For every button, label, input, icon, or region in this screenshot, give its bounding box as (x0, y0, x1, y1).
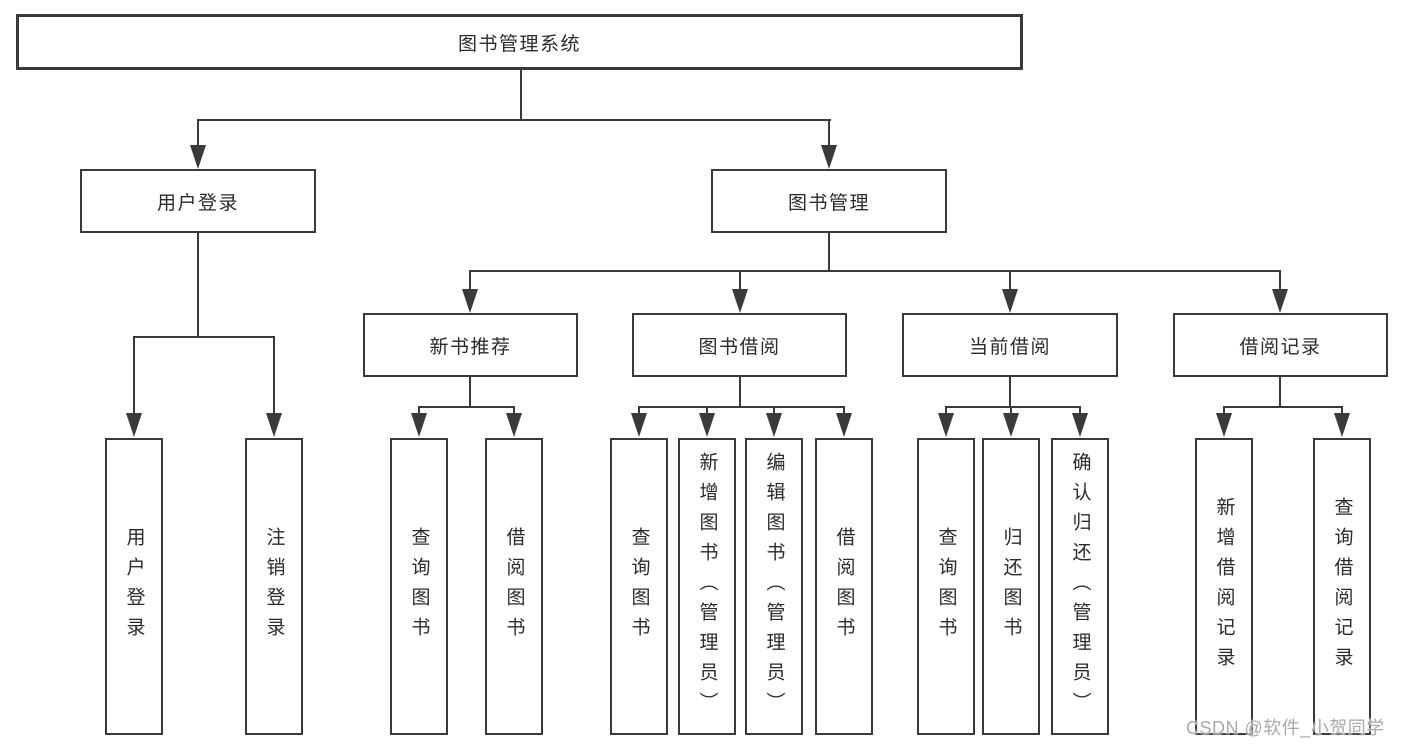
connector-vline (828, 233, 830, 270)
connector-vline (1279, 270, 1281, 289)
leaf-confirm-return-admin: 确认归还（管理员） (1051, 438, 1109, 735)
node-root-label: 图书管理系统 (457, 33, 581, 55)
node-user-login: 用户登录 (80, 169, 316, 233)
node-book-borrow: 图书借阅 (632, 313, 847, 377)
leaf-borrow-books-borrow: 借阅图书 (815, 438, 873, 735)
node-current-borrow: 当前借阅 (902, 313, 1118, 377)
leaf-borrow-books-recommend-label: 借阅图书 (503, 526, 525, 647)
connector-vline (418, 406, 420, 413)
connector-hline (418, 406, 515, 408)
leaf-add-book-admin-label: 新增图书（管理员） (696, 451, 718, 722)
leaf-query-books-current: 查询图书 (917, 438, 975, 735)
leaf-query-borrow-record-label: 查询借阅记录 (1331, 496, 1353, 677)
connector-vline (197, 233, 199, 336)
leaf-borrow-books-recommend: 借阅图书 (485, 438, 543, 735)
node-user-login-label: 用户登录 (156, 192, 239, 214)
connector-hline (638, 406, 845, 408)
arrow-down-icon (1272, 289, 1288, 313)
leaf-edit-book-admin-label: 编辑图书（管理员） (763, 451, 785, 722)
leaf-borrow-books-borrow-label: 借阅图书 (833, 526, 855, 647)
arrow-down-icon (462, 289, 478, 313)
leaf-return-books: 归还图书 (982, 438, 1040, 735)
connector-vline (1010, 406, 1012, 413)
node-borrow-records: 借阅记录 (1173, 313, 1388, 377)
connector-hline (133, 336, 275, 338)
connector-vline (469, 270, 471, 289)
node-new-book-recommend-label: 新书推荐 (429, 336, 512, 358)
connector-vline (1341, 406, 1343, 413)
arrow-down-icon (1072, 413, 1088, 437)
connector-vline (513, 406, 515, 413)
connector-vline (773, 406, 775, 413)
node-book-management-label: 图书管理 (787, 192, 870, 214)
leaf-add-borrow-record: 新增借阅记录 (1195, 438, 1253, 735)
leaf-return-books-label: 归还图书 (1000, 526, 1022, 647)
leaf-user-login-label: 用户登录 (123, 526, 145, 647)
connector-vline (273, 336, 275, 413)
arrow-down-icon (506, 413, 522, 437)
connector-vline (1279, 377, 1281, 406)
arrow-down-icon (1002, 289, 1018, 313)
node-root: 图书管理系统 (16, 14, 1023, 70)
arrow-down-icon (1334, 413, 1350, 437)
leaf-logout-label: 注销登录 (263, 526, 285, 647)
leaf-query-borrow-record: 查询借阅记录 (1313, 438, 1371, 735)
leaf-user-login: 用户登录 (105, 438, 163, 735)
arrow-down-icon (1216, 413, 1232, 437)
arrow-down-icon (938, 413, 954, 437)
connector-vline (520, 69, 522, 119)
node-book-borrow-label: 图书借阅 (698, 336, 781, 358)
connector-vline (1009, 377, 1011, 406)
connector-vline (638, 406, 640, 413)
connector-hline (197, 119, 831, 121)
arrow-down-icon (266, 413, 282, 437)
arrow-down-icon (190, 145, 206, 169)
arrow-down-icon (1003, 413, 1019, 437)
connector-vline (1223, 406, 1225, 413)
leaf-confirm-return-admin-label: 确认归还（管理员） (1069, 451, 1091, 722)
leaf-query-books-borrow: 查询图书 (610, 438, 668, 735)
node-borrow-records-label: 借阅记录 (1239, 336, 1322, 358)
arrow-down-icon (411, 413, 427, 437)
connector-vline (706, 406, 708, 413)
leaf-logout: 注销登录 (245, 438, 303, 735)
connector-vline (739, 377, 741, 406)
node-current-borrow-label: 当前借阅 (968, 336, 1051, 358)
node-book-management: 图书管理 (711, 169, 947, 233)
leaf-query-books-recommend: 查询图书 (390, 438, 448, 735)
connector-vline (1009, 270, 1011, 289)
arrow-down-icon (766, 413, 782, 437)
leaf-query-books-current-label: 查询图书 (935, 526, 957, 647)
connector-vline (197, 119, 199, 145)
arrow-down-icon (699, 413, 715, 437)
arrow-down-icon (836, 413, 852, 437)
leaf-add-borrow-record-label: 新增借阅记录 (1213, 496, 1235, 677)
connector-vline (945, 406, 947, 413)
connector-vline (843, 406, 845, 413)
leaf-edit-book-admin: 编辑图书（管理员） (745, 438, 803, 735)
connector-vline (469, 377, 471, 406)
leaf-add-book-admin: 新增图书（管理员） (678, 438, 736, 735)
watermark: CSDN @软件_小贺同学 (1186, 718, 1385, 738)
arrow-down-icon (126, 413, 142, 437)
arrow-down-icon (732, 289, 748, 313)
node-new-book-recommend: 新书推荐 (363, 313, 578, 377)
connector-vline (739, 270, 741, 289)
connector-hline (1223, 406, 1343, 408)
leaf-query-books-recommend-label: 查询图书 (408, 526, 430, 647)
connector-hline (469, 270, 1281, 272)
arrow-down-icon (631, 413, 647, 437)
connector-vline (1079, 406, 1081, 413)
arrow-down-icon (821, 145, 837, 169)
connector-hline (945, 406, 1081, 408)
connector-vline (133, 336, 135, 413)
connector-vline (828, 119, 830, 145)
leaf-query-books-borrow-label: 查询图书 (628, 526, 650, 647)
